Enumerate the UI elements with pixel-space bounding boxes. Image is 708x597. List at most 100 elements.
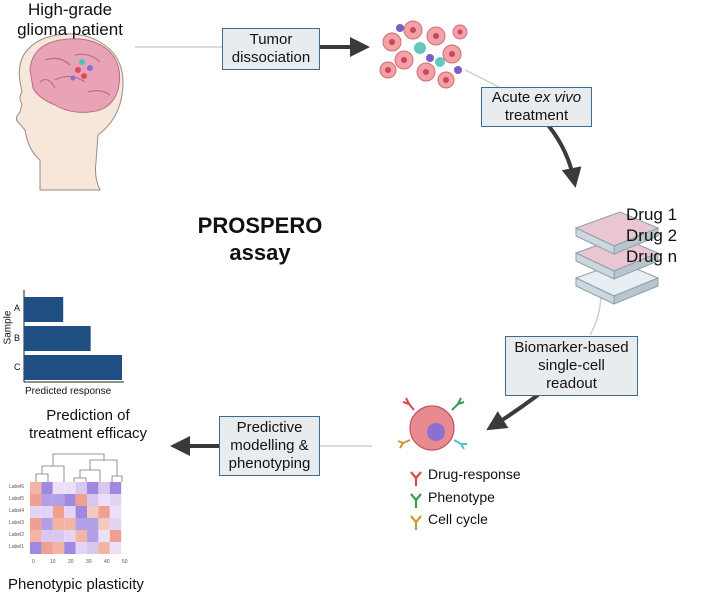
- bar-chart-ylabel: Sample: [2, 310, 14, 345]
- legend-drug-response: Drug-response: [428, 466, 521, 482]
- heatmap-cell: [87, 506, 99, 518]
- patient-title-line2: glioma patient: [17, 20, 123, 39]
- heatmap-cell: [109, 542, 122, 554]
- heatmap-cell: [41, 494, 53, 506]
- heatmap-col-label: 20: [68, 559, 74, 565]
- heatmap-cell: [87, 542, 99, 554]
- heatmap-cell: [75, 530, 87, 542]
- bar-chart-xlabel: Predicted response: [25, 386, 112, 397]
- center-title-line2: assay: [229, 240, 291, 265]
- heatmap-cell: [52, 542, 65, 554]
- step-ex-vivo-treatment-line1: Acute ex vivo: [492, 89, 581, 107]
- heatmap-cell: [41, 542, 53, 554]
- step-biomarker-readout: Biomarker-based single-cell readout: [505, 336, 638, 396]
- efficacy-title-line1: Prediction of: [46, 407, 130, 424]
- heatmap-row-label: Label5: [9, 496, 25, 502]
- heatmap-cell: [64, 494, 76, 506]
- heatmap-cell: [64, 530, 76, 542]
- heatmap-cell: [64, 518, 76, 530]
- heatmap-cell: [64, 506, 76, 518]
- tumor-cells-cluster: [379, 20, 468, 89]
- patient-title: High-grade glioma patient: [0, 0, 140, 40]
- step-tumor-dissociation-line1: Tumor: [249, 31, 293, 48]
- step-biomarker-readout-line1: Biomarker-based: [514, 339, 629, 356]
- antibody-icon-cell-cycle: [410, 515, 422, 530]
- heatmap-row-label: Label2: [9, 532, 25, 538]
- heatmap-cell: [98, 530, 110, 542]
- heatmap-cell: [52, 506, 65, 518]
- heatmap-cell: [98, 506, 110, 518]
- heatmap-cell: [75, 518, 87, 530]
- bar-a: [24, 297, 64, 322]
- efficacy-title-line2: treatment efficacy: [28, 425, 148, 442]
- bar-cat-label-b: B: [14, 333, 21, 343]
- heatmap-cell: [41, 482, 53, 494]
- heatmap-cell: [30, 530, 42, 542]
- legend-icons: [410, 471, 422, 530]
- legend-phenotype: Phenotype: [428, 489, 495, 505]
- drug-well-plates: [574, 211, 660, 305]
- bar-c: [24, 355, 122, 380]
- heatmap-cell: [30, 506, 42, 518]
- heatmap-cell: [30, 542, 42, 554]
- efficacy-title: Prediction of treatment efficacy: [0, 407, 176, 443]
- heatmap-cell: [75, 494, 87, 506]
- legend-cell-cycle: Cell cycle: [428, 511, 488, 527]
- step-ex-vivo-treatment: Acute ex vivo treatment: [481, 87, 592, 127]
- step-predictive-modelling-line3: phenotyping: [228, 455, 311, 472]
- heatmap-col-label: 50: [122, 559, 128, 565]
- heatmap-cell: [52, 530, 65, 542]
- step-tumor-dissociation: Tumor dissociation: [222, 28, 320, 70]
- heatmap-row-label: Label6: [9, 484, 25, 490]
- heatmap-cell: [109, 518, 122, 530]
- single-cell-with-antibodies: [397, 397, 467, 451]
- heatmap-cell: [30, 494, 42, 506]
- heatmap-cell: [30, 518, 42, 530]
- patient-head-illustration: [15, 33, 124, 191]
- heatmap-col-label: 30: [86, 559, 92, 565]
- bar-b: [24, 326, 91, 351]
- heatmap-cell: [41, 530, 53, 542]
- heatmap-row-label: Label1: [9, 544, 25, 550]
- heatmap-cell: [52, 482, 65, 494]
- heatmap-cell: [98, 482, 110, 494]
- heatmap-cell: [30, 482, 42, 494]
- step-predictive-modelling: Predictive modelling & phenotyping: [219, 416, 320, 476]
- drug-label-2: Drug 2: [626, 226, 678, 245]
- heatmap-cell: [41, 506, 53, 518]
- heatmap-cell: [75, 542, 87, 554]
- heatmap-cell: [98, 542, 110, 554]
- heatmap-col-label: 10: [50, 559, 56, 565]
- bar-chart: [23, 290, 124, 383]
- antibody-icon-phenotype: [410, 493, 422, 508]
- step-biomarker-readout-line3: readout: [546, 375, 597, 392]
- step-tumor-dissociation-line2: dissociation: [231, 49, 311, 66]
- heatmap-cell: [109, 530, 122, 542]
- heatmap-row-label: Label4: [9, 508, 25, 514]
- arrow-drugs-to-readout: [589, 294, 602, 336]
- step-ex-vivo-treatment-line1-italic: ex vivo: [534, 89, 582, 106]
- step-biomarker-readout-line2: single-cell: [538, 357, 605, 374]
- heatmap-cell: [52, 494, 65, 506]
- plasticity-title: Phenotypic plasticity: [8, 576, 144, 593]
- heatmap-cell: [98, 494, 110, 506]
- heatmap-cell: [98, 518, 110, 530]
- heatmap-cell: [87, 494, 99, 506]
- bar-cat-label-a: A: [14, 303, 21, 313]
- heatmap-cell: [109, 494, 122, 506]
- heatmap-dendrogram: [35, 453, 123, 482]
- drug-label-1: Drug 1: [626, 205, 678, 224]
- heatmap-cell: [75, 506, 87, 518]
- heatmap-cell: [87, 482, 99, 494]
- heatmap-col-label: 0: [32, 559, 35, 565]
- heatmap-row-label: Label3: [9, 520, 25, 526]
- heatmap-cell: [52, 518, 65, 530]
- heatmap-cell: [109, 506, 122, 518]
- step-predictive-modelling-line1: Predictive: [236, 419, 303, 436]
- drug-label-n: Drug n: [626, 247, 678, 266]
- heatmap-cell: [64, 482, 76, 494]
- step-ex-vivo-treatment-line1-pre: Acute: [491, 89, 535, 106]
- drug-labels: Drug 1 Drug 2 Drug n: [626, 204, 677, 267]
